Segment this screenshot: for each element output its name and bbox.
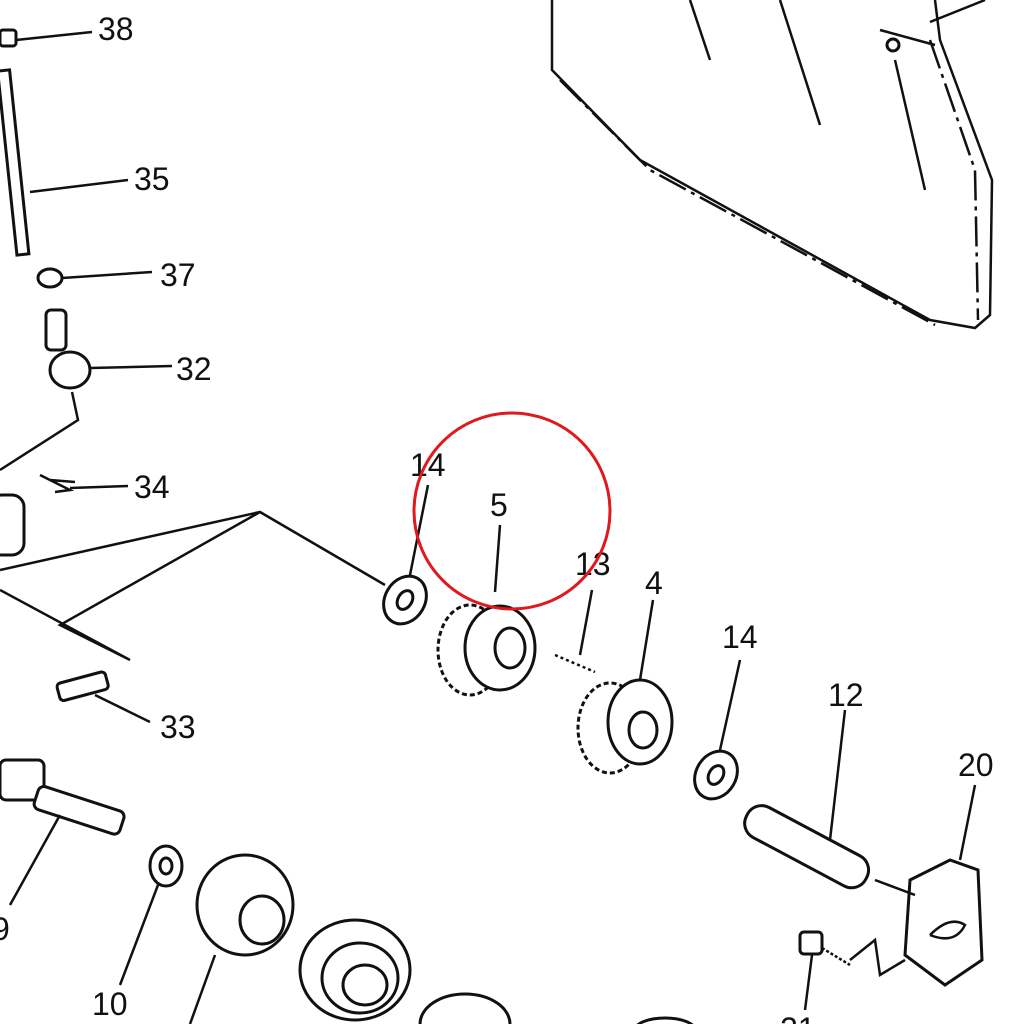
label-10: 10 — [92, 986, 128, 1022]
part-10: 10 — [92, 844, 184, 1022]
spring — [298, 918, 412, 1022]
label-35: 35 — [134, 161, 170, 197]
part-4-gear: 4 — [576, 565, 674, 775]
part-34: 34 — [0, 469, 170, 557]
part-12-shaft: 12 — [743, 677, 871, 890]
label-20: 20 — [958, 747, 994, 783]
part-partial-bottom — [636, 1016, 694, 1024]
part-32: 32 — [0, 308, 212, 472]
part-20-bracket: 20 — [849, 747, 994, 987]
part-14-washer-right: 14 — [693, 619, 758, 801]
label-21: 21 — [780, 1011, 816, 1024]
label-32: 32 — [176, 351, 212, 387]
part-21-bolt: 21 — [780, 930, 851, 1024]
part-33: 33 — [55, 670, 196, 745]
pulley — [188, 853, 295, 1024]
label-4: 4 — [645, 565, 663, 601]
part-38: 38 — [0, 11, 134, 48]
part-5-gear: 5 — [436, 487, 537, 697]
label-14-left: 14 — [410, 447, 446, 483]
label-9: 9 — [0, 911, 10, 947]
label-12: 12 — [828, 677, 864, 713]
part-35: 35 — [0, 68, 170, 257]
highlight-circle — [412, 411, 612, 611]
part-37: 37 — [36, 257, 196, 293]
label-5: 5 — [490, 487, 508, 523]
label-33: 33 — [160, 709, 196, 745]
label-38: 38 — [98, 11, 134, 47]
part-9: 9 — [0, 758, 126, 947]
label-14-right: 14 — [722, 619, 758, 655]
gear-partial — [418, 992, 512, 1024]
label-34: 34 — [134, 469, 170, 505]
cover-housing — [550, 0, 994, 330]
part-13-spring: 13 — [554, 546, 611, 674]
label-37: 37 — [160, 257, 196, 293]
part-14-washer-left: 14 — [382, 447, 446, 626]
leader-line — [0, 510, 386, 662]
